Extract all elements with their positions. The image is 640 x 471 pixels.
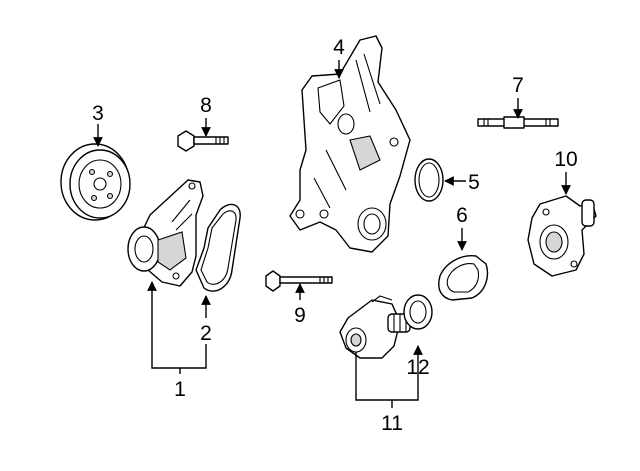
callout-8: 8: [200, 94, 212, 117]
callout-11: 11: [381, 412, 403, 435]
thermostat-housing-part[interactable]: [527, 195, 597, 277]
seal-part[interactable]: [438, 255, 489, 301]
callout-9: 9: [294, 304, 306, 327]
gasket-part[interactable]: [195, 203, 241, 292]
bolt-part-9[interactable]: [265, 270, 333, 292]
thermostat-valve-part[interactable]: [387, 294, 433, 333]
leader-lines: [93, 60, 571, 408]
o-ring-part[interactable]: [414, 158, 444, 202]
pulley-part[interactable]: [60, 143, 131, 221]
callout-6: 6: [456, 204, 468, 227]
thermostat-part[interactable]: [339, 295, 401, 359]
callout-4: 4: [333, 36, 345, 59]
callout-10: 10: [554, 148, 577, 171]
bolt-part-8[interactable]: [177, 130, 229, 152]
callout-2: 2: [200, 322, 212, 345]
callout-1: 1: [174, 378, 186, 401]
callout-3: 3: [92, 102, 104, 125]
stud-part[interactable]: [477, 116, 559, 129]
callout-7: 7: [512, 74, 524, 97]
water-pump-part[interactable]: [127, 179, 204, 287]
housing-part[interactable]: [289, 35, 411, 253]
callout-12: 12: [406, 356, 429, 379]
callout-5: 5: [468, 171, 480, 194]
